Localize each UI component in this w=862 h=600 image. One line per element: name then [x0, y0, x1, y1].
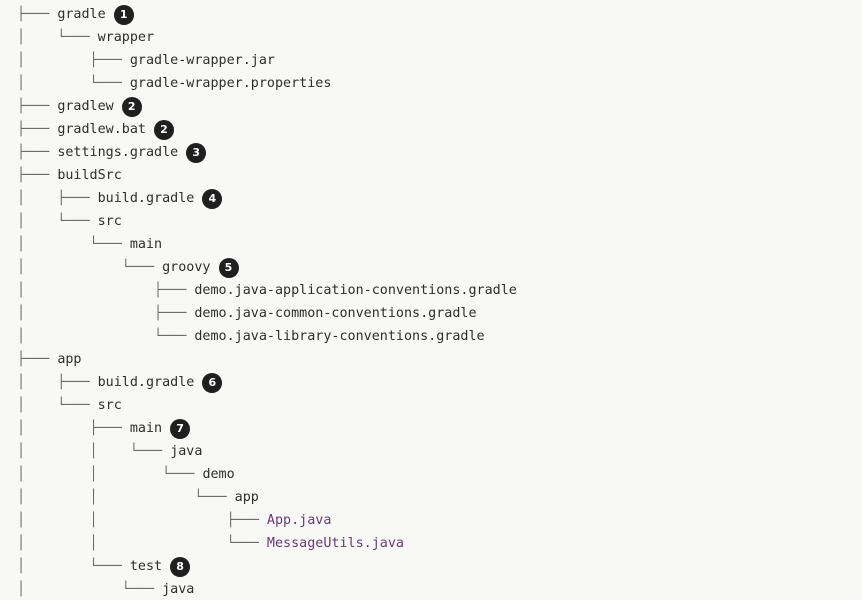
callout-number-badge: 3 — [186, 142, 207, 163]
file-name[interactable]: build.gradle — [97, 375, 195, 390]
tree-folder-row[interactable]: │ └─── wrapper — [17, 26, 154, 49]
callout-number-badge: 2 — [121, 96, 142, 117]
tree-folder-row[interactable]: │ ├─── main 7 — [17, 417, 191, 440]
tree-connector: │ ├─── — [17, 306, 195, 321]
callout-number-badge: 1 — [113, 4, 134, 25]
callout-number-badge: 4 — [202, 188, 223, 209]
tree-connector: │ │ ├─── — [17, 513, 267, 528]
tree-connector: │ └─── — [17, 237, 130, 252]
folder-name[interactable]: wrapper — [97, 30, 155, 45]
tree-connector: │ ├─── — [17, 375, 98, 390]
folder-name[interactable]: src — [97, 214, 122, 229]
tree-connector: ├─── — [17, 122, 58, 137]
tree-file-row[interactable]: │ │ └─── MessageUtils.java — [17, 532, 404, 555]
tree-connector: │ └─── — [17, 559, 130, 574]
file-name[interactable]: build.gradle — [97, 191, 195, 206]
callout-number-badge: 6 — [202, 372, 223, 393]
tree-file-row[interactable]: │ ├─── demo.java-application-conventions… — [17, 279, 517, 302]
tree-folder-row[interactable]: │ └─── src — [17, 210, 122, 233]
tree-connector: │ └─── — [17, 214, 98, 229]
tree-connector: ├─── — [17, 168, 58, 183]
file-name[interactable]: demo.java-common-conventions.gradle — [194, 306, 477, 321]
tree-connector: │ └─── — [17, 329, 195, 344]
folder-name[interactable]: main — [129, 237, 163, 252]
tree-folder-row[interactable]: │ └─── src — [17, 394, 122, 417]
tree-connector: │ │ └─── — [17, 444, 171, 459]
tree-file-row[interactable]: │ └─── gradle-wrapper.properties — [17, 72, 331, 95]
folder-name[interactable]: app — [234, 490, 259, 505]
file-name[interactable]: gradle-wrapper.jar — [129, 53, 275, 68]
tree-file-row[interactable]: ├─── gradlew 2 — [17, 95, 142, 118]
tree-connector: │ └─── — [17, 398, 98, 413]
file-name[interactable]: App.java — [266, 513, 332, 528]
callout-number-badge: 5 — [218, 257, 239, 278]
tree-folder-row[interactable]: │ └─── test 8 — [17, 555, 191, 578]
tree-connector: │ ├─── — [17, 53, 130, 68]
tree-folder-row[interactable]: ├─── buildSrc — [17, 164, 122, 187]
tree-folder-row[interactable]: │ └─── main — [17, 233, 162, 256]
tree-file-row[interactable]: ├─── settings.gradle 3 — [17, 141, 207, 164]
folder-name[interactable]: test — [129, 559, 163, 574]
folder-name[interactable]: main — [129, 421, 163, 436]
folder-name[interactable]: java — [162, 582, 195, 597]
tree-connector: │ │ └─── — [17, 490, 235, 505]
tree-connector: │ └─── — [17, 260, 163, 275]
tree-file-row[interactable]: │ ├─── demo.java-common-conventions.grad… — [17, 302, 477, 325]
folder-name[interactable]: gradle — [57, 7, 106, 22]
file-name[interactable]: gradlew.bat — [57, 122, 146, 137]
tree-folder-row[interactable]: │ └─── java — [17, 578, 194, 600]
file-name[interactable]: demo.java-library-conventions.gradle — [194, 329, 485, 344]
tree-folder-row[interactable]: │ │ └─── java — [17, 440, 202, 463]
callout-number-badge: 2 — [154, 119, 174, 140]
folder-name[interactable]: src — [97, 398, 122, 413]
tree-folder-row[interactable]: ├─── gradle 1 — [17, 3, 134, 26]
tree-connector: │ └─── — [17, 30, 98, 45]
callout-number-badge: 7 — [170, 418, 191, 439]
folder-name[interactable]: buildSrc — [57, 168, 122, 183]
file-name[interactable]: gradle-wrapper.properties — [129, 76, 332, 91]
file-name[interactable]: MessageUtils.java — [266, 536, 404, 551]
tree-connector: ├─── — [17, 7, 58, 22]
tree-connector: │ ├─── — [17, 421, 130, 436]
tree-folder-row[interactable]: │ └─── groovy 5 — [17, 256, 239, 279]
tree-connector: │ │ └─── — [17, 467, 203, 482]
tree-connector: │ └─── — [17, 582, 163, 597]
tree-file-row[interactable]: ├─── gradlew.bat 2 — [17, 118, 174, 141]
tree-connector: │ ├─── — [17, 191, 98, 206]
tree-folder-row[interactable]: │ │ └─── demo — [17, 463, 235, 486]
file-name[interactable]: gradlew — [57, 99, 114, 114]
tree-connector: │ └─── — [17, 76, 130, 91]
tree-file-row[interactable]: │ │ ├─── App.java — [17, 509, 331, 532]
tree-connector: ├─── — [17, 145, 58, 160]
tree-connector: │ │ └─── — [17, 536, 267, 551]
tree-file-row[interactable]: │ ├─── build.gradle 4 — [17, 187, 223, 210]
file-name[interactable]: demo.java-application-conventions.gradle — [194, 283, 517, 298]
tree-connector: ├─── — [17, 352, 58, 367]
folder-name[interactable]: demo — [202, 467, 235, 482]
folder-name[interactable]: java — [170, 444, 203, 459]
tree-connector: ├─── — [17, 99, 58, 114]
tree-file-row[interactable]: │ ├─── gradle-wrapper.jar — [17, 49, 275, 72]
file-name[interactable]: settings.gradle — [57, 145, 179, 160]
tree-connector: │ ├─── — [17, 283, 195, 298]
tree-folder-row[interactable]: │ │ └─── app — [17, 486, 259, 509]
tree-folder-row[interactable]: ├─── app — [17, 348, 82, 371]
folder-name[interactable]: groovy — [162, 260, 211, 275]
folder-name[interactable]: app — [57, 352, 82, 367]
callout-number-badge: 8 — [170, 556, 191, 577]
tree-file-row[interactable]: │ ├─── build.gradle 6 — [17, 371, 223, 394]
tree-file-row[interactable]: │ └─── demo.java-library-conventions.gra… — [17, 325, 485, 348]
